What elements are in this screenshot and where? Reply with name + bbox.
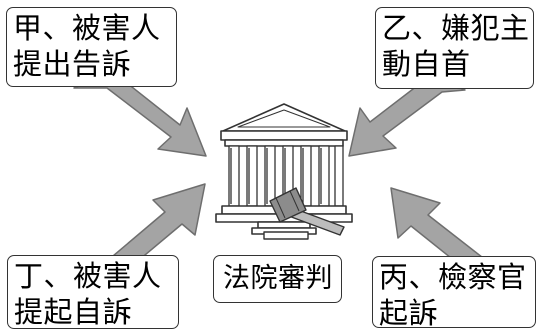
party-box-c: 丙、檢察官 起訴: [372, 256, 536, 330]
arrow-icon: [112, 183, 206, 261]
party-box-a-line1: 甲、被害人: [13, 11, 161, 45]
court-label-box: 法院審判: [213, 255, 342, 303]
party-box-c-line2: 起訴: [379, 296, 439, 330]
party-box-b-line2: 動自首: [382, 47, 471, 81]
party-box-b: 乙、嫌犯主 動自首: [375, 7, 534, 89]
court-label: 法院審判: [223, 263, 333, 294]
party-box-c-line1: 丙、檢察官: [379, 260, 527, 294]
arrow-icon: [73, 71, 207, 157]
gavel-icon: [263, 187, 345, 240]
arrow-icon: [348, 75, 466, 157]
party-box-d-line2: 提起自訴: [14, 295, 133, 329]
party-box-a-line2: 提出告訴: [13, 47, 132, 81]
party-box-b-line1: 乙、嫌犯主: [382, 11, 530, 45]
party-box-d: 丁、被害人 提起自訴: [7, 255, 179, 329]
party-box-a: 甲、被害人 提出告訴: [6, 7, 177, 87]
party-box-d-line1: 丁、被害人: [14, 259, 162, 293]
